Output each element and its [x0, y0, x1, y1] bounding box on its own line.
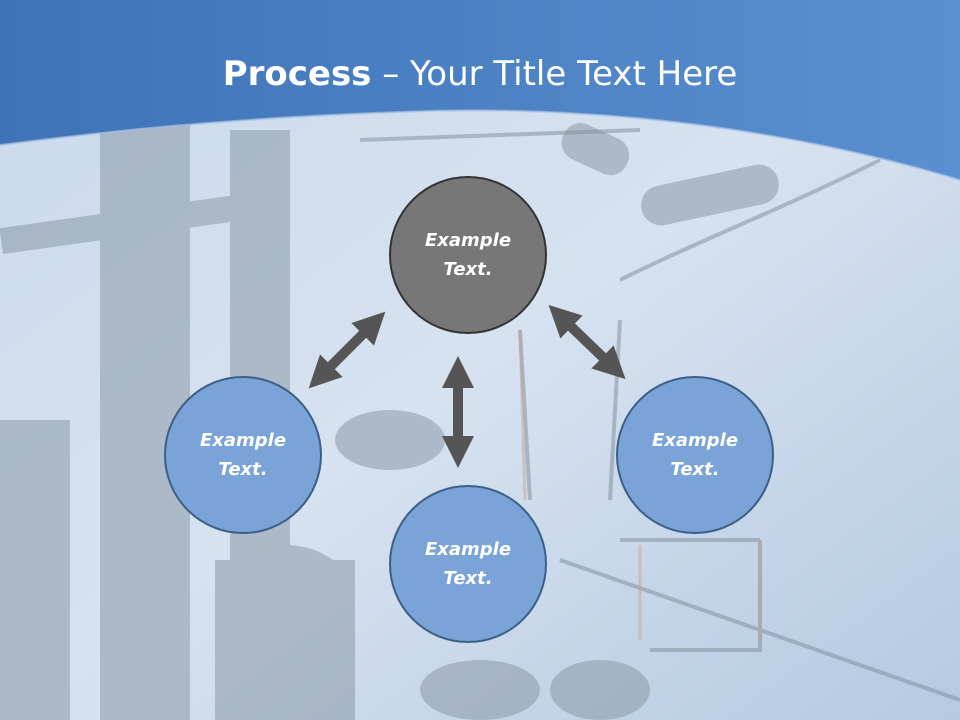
slide-title: Process – Your Title Text Here	[0, 50, 960, 98]
node-bottom: Example Text.	[389, 485, 547, 643]
node-bottom-line2: Text.	[443, 568, 493, 589]
node-left-line1: Example	[199, 430, 287, 451]
arrow-top-left	[308, 311, 386, 389]
node-right-line2: Text.	[670, 459, 720, 480]
node-left-line2: Text.	[218, 459, 268, 480]
title-rest: – Your Title Text Here	[371, 54, 738, 94]
arrow-top-right	[548, 304, 626, 380]
node-left: Example Text.	[164, 376, 322, 534]
node-center-line1: Example	[424, 230, 512, 251]
title-bold: Process	[222, 54, 372, 94]
node-right-line1: Example	[651, 430, 739, 451]
node-right: Example Text.	[616, 376, 774, 534]
node-bottom-line1: Example	[424, 539, 512, 560]
node-center-line2: Text.	[443, 259, 493, 280]
node-center: Example Text.	[389, 176, 547, 334]
